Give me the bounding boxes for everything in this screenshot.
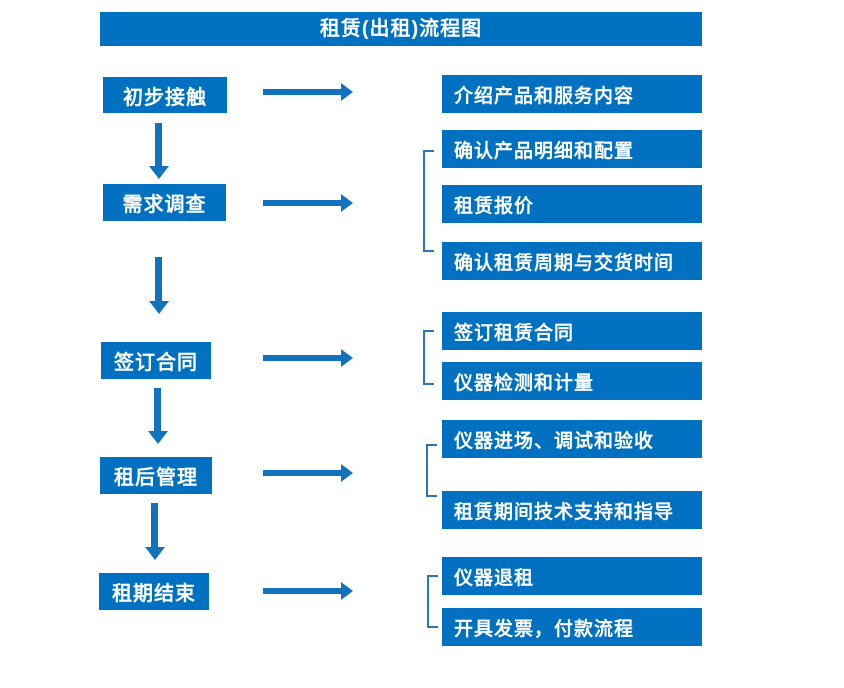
detail-box-rental-quote: 租赁报价 (442, 185, 702, 223)
detail-box-invoice-payment: 开具发票，付款流程 (442, 608, 702, 646)
stage-box-demand-survey: 需求调查 (103, 184, 226, 221)
stage-box-rental-end: 租期结束 (99, 573, 209, 610)
group-bracket-1 (423, 150, 434, 252)
down-arrow-3 (154, 388, 161, 431)
detail-box-instrument-inspection: 仪器检测和计量 (442, 362, 702, 400)
detail-box-sign-rental-contract: 签订租赁合同 (442, 312, 702, 350)
detail-box-confirm-rental-period: 确认租赁周期与交货时间 (442, 242, 702, 280)
down-arrow-2 (155, 257, 162, 301)
stage-box-post-rental-management: 租后管理 (100, 457, 212, 494)
group-bracket-4 (427, 575, 438, 628)
down-arrow-4 (151, 503, 158, 547)
right-arrow-1 (263, 89, 341, 95)
right-arrow-2 (263, 200, 341, 206)
group-bracket-3 (426, 444, 437, 497)
stage-box-initial-contact: 初步接触 (103, 77, 227, 113)
stage-box-sign-contract: 签订合同 (101, 342, 211, 379)
detail-box-confirm-product-details: 确认产品明细和配置 (442, 130, 702, 168)
right-arrow-3 (263, 355, 341, 361)
right-arrow-5 (263, 588, 341, 594)
group-bracket-2 (423, 330, 434, 385)
detail-box-instrument-setup: 仪器进场、调试和验收 (442, 420, 702, 458)
detail-box-tech-support: 租赁期间技术支持和指导 (442, 491, 702, 529)
detail-box-instrument-return: 仪器退租 (442, 557, 702, 595)
down-arrow-1 (155, 123, 162, 166)
right-arrow-4 (263, 470, 341, 476)
detail-box-introduce-products: 介绍产品和服务内容 (442, 75, 702, 113)
flowchart-title: 租赁(出租)流程图 (100, 12, 702, 46)
